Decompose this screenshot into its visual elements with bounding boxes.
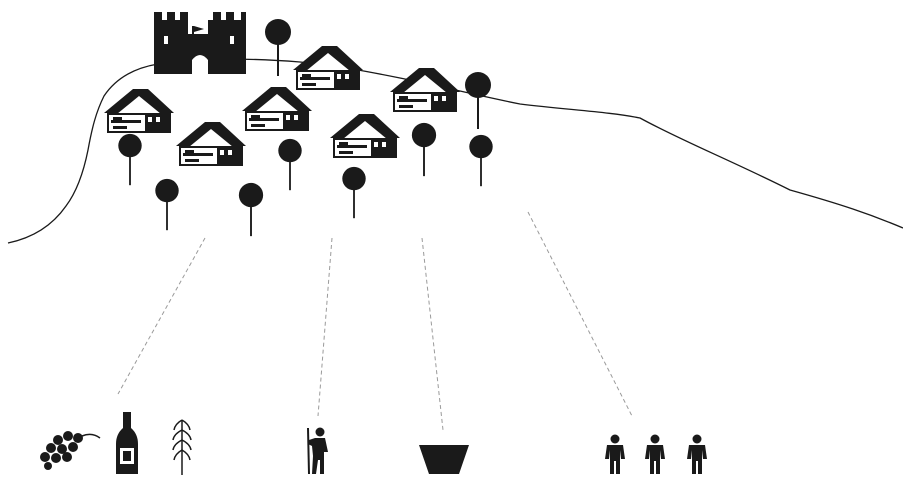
tree-icon bbox=[411, 122, 437, 177]
connector-line-agriculture bbox=[117, 237, 206, 395]
wheat-icon bbox=[172, 419, 192, 475]
tree-icon bbox=[265, 19, 291, 76]
resource-group-container bbox=[419, 445, 469, 474]
tree-icon bbox=[155, 178, 179, 231]
tree-icon bbox=[238, 182, 264, 237]
castle-icon bbox=[154, 12, 246, 74]
tree-icon bbox=[469, 134, 493, 187]
connector-lines bbox=[117, 211, 633, 431]
person-icon bbox=[605, 434, 625, 474]
house-icon bbox=[390, 68, 460, 112]
grapes-icon bbox=[40, 431, 101, 470]
hill-outline bbox=[7, 58, 903, 244]
resource-group-people bbox=[605, 434, 707, 474]
person-icon bbox=[687, 434, 707, 474]
connector-line-labor bbox=[317, 237, 333, 417]
resource-group-labor bbox=[307, 427, 328, 475]
house-icon bbox=[330, 114, 400, 158]
resource-group-agriculture bbox=[40, 412, 192, 475]
connector-line-people bbox=[527, 211, 633, 417]
worker-with-tool-icon bbox=[307, 427, 328, 475]
tree-icon bbox=[342, 166, 366, 219]
house-icon bbox=[104, 89, 174, 133]
person-icon bbox=[645, 434, 665, 474]
house-icon bbox=[293, 46, 363, 90]
wine-bottle-icon bbox=[116, 412, 138, 474]
house-icon bbox=[242, 87, 312, 131]
basket-icon bbox=[419, 445, 469, 474]
tree-icon bbox=[118, 133, 142, 186]
tree-icon bbox=[278, 138, 302, 191]
connector-line-container bbox=[421, 237, 444, 431]
house-icon bbox=[176, 122, 246, 166]
tree-icon bbox=[465, 72, 491, 129]
